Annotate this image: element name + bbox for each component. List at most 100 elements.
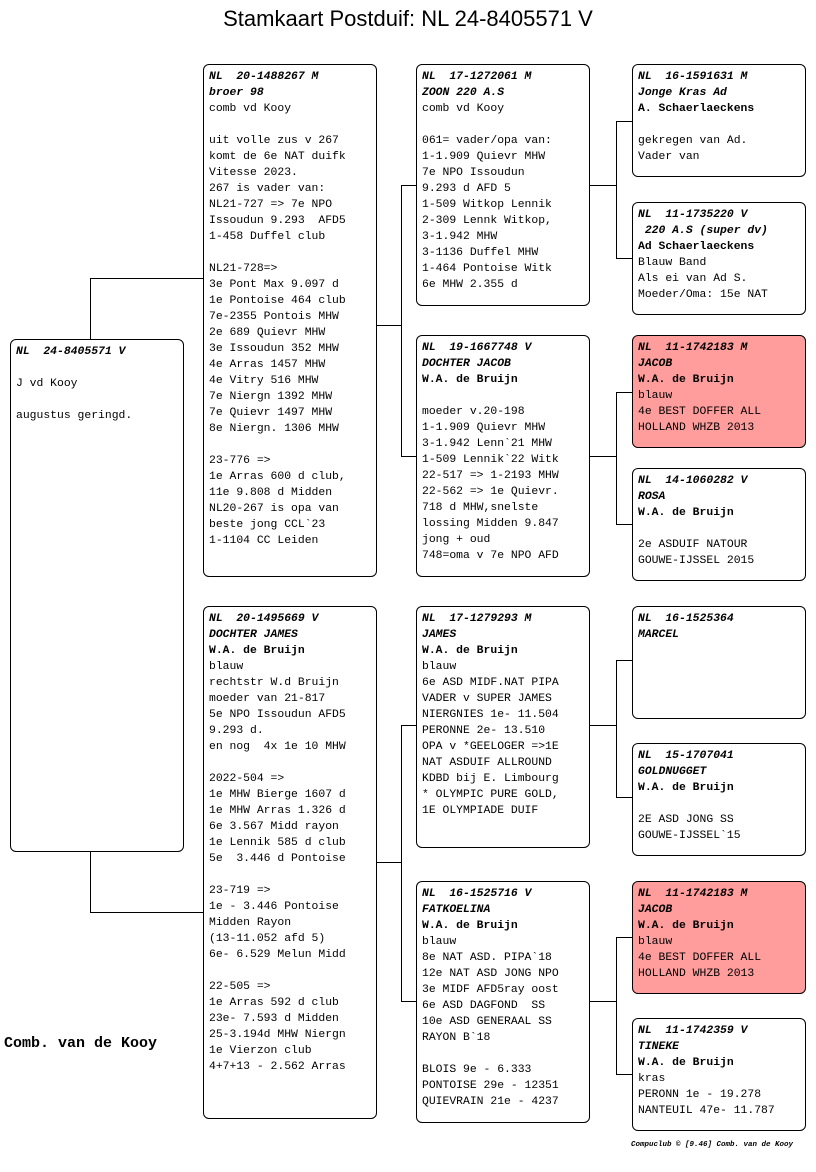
pigeon-card-fff[interactable]: NL 16-1591631 M Jonge Kras Ad A. Schaerl…	[632, 64, 806, 177]
owner-name: W.A. de Bruijn	[422, 920, 518, 932]
note-line: 1e Vierzon club	[209, 1045, 312, 1057]
pigeon-card-mmf[interactable]: NL 11-1742183 M JACOB W.A. de Bruijn bla…	[632, 881, 806, 994]
connector-line	[589, 456, 616, 457]
pigeon-card-mfm[interactable]: NL 15-1707041 GOLDNUGGET W.A. de Bruijn …	[632, 743, 806, 856]
ring-number: NL 20-1495669 V	[209, 613, 319, 625]
note-line: 25-3.194d MHW Niergn	[209, 1029, 346, 1041]
note-line: 1e Arras 592 d club	[209, 997, 339, 1009]
pigeon-card-fmm[interactable]: NL 14-1060282 V ROSA W.A. de Bruijn 2e A…	[632, 468, 806, 581]
owner-name: W.A. de Bruijn	[209, 645, 305, 657]
blank-line	[422, 1046, 589, 1062]
note-line: RAYON B`18	[422, 1032, 491, 1044]
note-line: 4e BEST DOFFER ALL	[638, 406, 762, 418]
note-line: NL21-728=>	[209, 263, 278, 275]
note-line: blauw	[422, 936, 457, 948]
connector-line	[376, 325, 401, 326]
note-line: 7e-2355 Pontois MHW	[209, 311, 339, 323]
note-line: blauw	[422, 661, 457, 673]
note-line: moeder v.20-198	[422, 406, 525, 418]
pigeon-name: broer 98	[209, 87, 264, 99]
note-line: 3-1.942 Lenn`21 MHW	[422, 438, 552, 450]
note-line: Vitesse 2023.	[209, 167, 298, 179]
pigeon-name: Jonge Kras Ad	[638, 87, 727, 99]
pigeon-card-father[interactable]: NL 20-1488267 M broer 98 comb vd Kooy ui…	[203, 64, 377, 577]
note-line: 1e MHW Bierge 1607 d	[209, 789, 346, 801]
note-line: 7e NPO Issoudun	[422, 167, 525, 179]
note-line: 061= vader/opa van:	[422, 135, 552, 147]
connector-line	[401, 725, 417, 726]
ring-number: NL 24-8405571 V	[16, 346, 126, 358]
note-line: 1e Lennik 585 d club	[209, 837, 346, 849]
pigeon-card-mmm[interactable]: NL 11-1742359 V TINEKE W.A. de Bruijn kr…	[632, 1018, 806, 1131]
note-line: 3e MIDF AFD5ray oost	[422, 984, 559, 996]
connector-line	[589, 725, 616, 726]
ring-number: NL 17-1272061 M	[422, 71, 532, 83]
owner-name: A. Schaerlaeckens	[638, 103, 755, 115]
note-line: PONTOISE 29e - 12351	[422, 1080, 559, 1092]
note-line: GOUWE-IJSSEL 2015	[638, 555, 755, 567]
note-line: 9.293 d.	[209, 725, 264, 737]
blank-line	[16, 360, 183, 376]
note-line: Issoudun 9.293 AFD5	[209, 215, 346, 227]
connector-line	[616, 392, 633, 393]
note-line: 1e Pontoise 464 club	[209, 295, 346, 307]
note-line: HOLLAND WHZB 2013	[638, 968, 755, 980]
note-line: 4+7+13 - 2.562 Arras	[209, 1061, 346, 1073]
note-line: 718 d MHW,snelste	[422, 502, 539, 514]
pigeon-card-mother[interactable]: NL 20-1495669 V DOCHTER JAMES W.A. de Br…	[203, 606, 377, 1119]
note-line: 4e BEST DOFFER ALL	[638, 952, 762, 964]
connector-line	[616, 258, 633, 259]
connector-line	[589, 185, 616, 186]
connector-line	[90, 278, 91, 340]
blank-line	[209, 755, 376, 771]
pigeon-card-mother-father[interactable]: NL 17-1279293 M JAMES W.A. de Bruijn bla…	[416, 606, 590, 848]
note-line: QUIEVRAIN 21e - 4237	[422, 1096, 559, 1108]
pigeon-name: 220 A.S (super dv)	[638, 225, 768, 237]
owner-name: J vd Kooy	[16, 378, 78, 390]
note-line: 4e Vitry 516 MHW	[209, 375, 319, 387]
note-line: 7e Niergn 1392 MHW	[209, 391, 333, 403]
pigeon-card-mother-mother[interactable]: NL 16-1525716 V FATKOELINA W.A. de Bruij…	[416, 881, 590, 1123]
blank-line	[638, 796, 805, 812]
ring-number: NL 14-1060282 V	[638, 475, 748, 487]
note-line: OPA v *GEELOGER =>1E	[422, 741, 559, 753]
note-line: beste jong CCL`23	[209, 519, 326, 531]
note-line: 10e ASD GENERAAL SS	[422, 1016, 552, 1028]
note-line: 11e 9.808 d Midden	[209, 487, 333, 499]
pigeon-card-root[interactable]: NL 24-8405571 V J vd Kooy augustus gerin…	[10, 339, 184, 852]
note-line: HOLLAND WHZB 2013	[638, 422, 755, 434]
pigeon-card-father-mother[interactable]: NL 19-1667748 V DOCHTER JACOB W.A. de Br…	[416, 335, 590, 577]
note-line: 1-1.909 Quievr MHW	[422, 151, 546, 163]
pigeon-card-fmf[interactable]: NL 11-1742183 M JACOB W.A. de Bruijn bla…	[632, 335, 806, 448]
note-line: 3e Issoudun 352 MHW	[209, 343, 339, 355]
pigeon-card-mff[interactable]: NL 16-1525364 MARCEL	[632, 606, 806, 719]
ring-number: NL 15-1707041	[638, 750, 734, 762]
ring-number: NL 11-1742183 M	[638, 888, 748, 900]
connector-line	[401, 456, 417, 457]
note-line: 23-719 =>	[209, 885, 271, 897]
pigeon-name: JAMES	[422, 629, 457, 641]
note-line: 9.293 d AFD 5	[422, 183, 511, 195]
note-line: PERONN 1e - 19.278	[638, 1089, 762, 1101]
pigeon-card-ffm[interactable]: NL 11-1735220 V 220 A.S (super dv) Ad Sc…	[632, 202, 806, 315]
connector-line	[376, 862, 401, 863]
ring-number: NL 16-1591631 M	[638, 71, 748, 83]
breeder-name: Comb. van de Kooy	[4, 1035, 158, 1052]
note-line: 6e ASD DAGFOND SS	[422, 1000, 546, 1012]
connector-line	[616, 660, 633, 661]
note-line: 6e- 6.529 Melun Midd	[209, 949, 346, 961]
owner-name: W.A. de Bruijn	[422, 645, 518, 657]
pigeon-name: TINEKE	[638, 1041, 680, 1053]
pigeon-name: DOCHTER JACOB	[422, 358, 511, 370]
note-line: gekregen van Ad.	[638, 135, 748, 147]
note-line: 23e- 7.593 d Midden	[209, 1013, 339, 1025]
pigeon-card-father-father[interactable]: NL 17-1272061 M ZOON 220 A.S comb vd Koo…	[416, 64, 590, 306]
software-credit: Compuclub © [9.46] Comb. van de Kooy	[631, 1141, 794, 1149]
connector-line	[401, 185, 402, 457]
